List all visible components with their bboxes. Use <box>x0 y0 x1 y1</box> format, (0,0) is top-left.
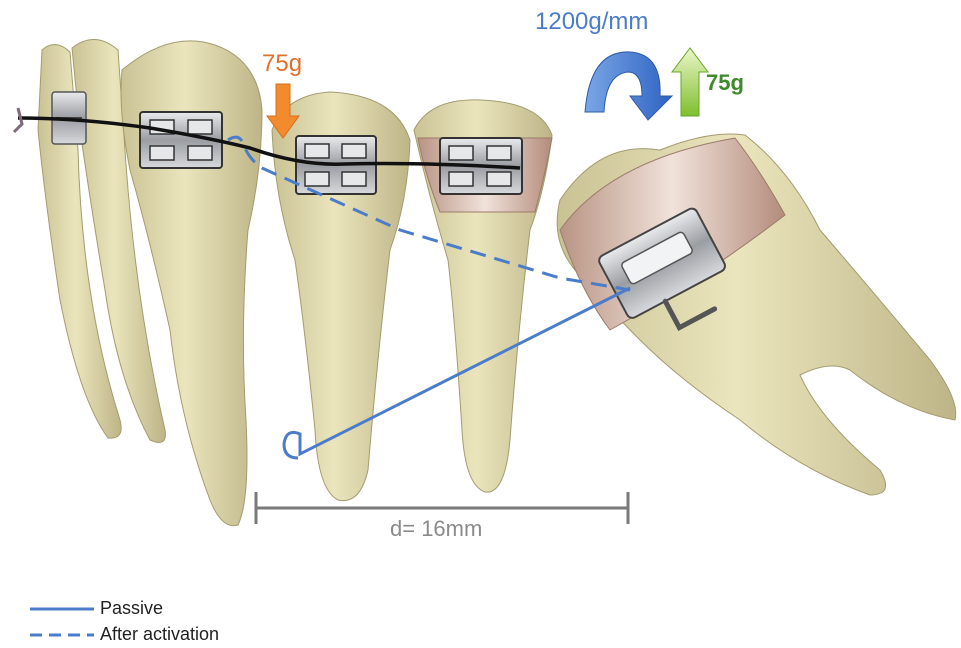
legend-solid-line-icon <box>30 604 94 614</box>
archwire-end <box>14 108 22 132</box>
legend-passive: Passive <box>30 598 163 619</box>
force-down-label: 75g <box>262 50 302 78</box>
legend-passive-label: Passive <box>100 598 163 619</box>
legend-after-activation-label: After activation <box>100 624 219 645</box>
legend-dashed-line-icon <box>30 630 94 640</box>
moment-arrow <box>585 52 672 120</box>
legend-after-activation: After activation <box>30 624 219 645</box>
force-up-arrow <box>672 48 708 116</box>
moment-label: 1200g/mm <box>535 8 648 36</box>
force-up-label: 75g <box>706 70 744 96</box>
distance-label: d= 16mm <box>390 516 482 542</box>
